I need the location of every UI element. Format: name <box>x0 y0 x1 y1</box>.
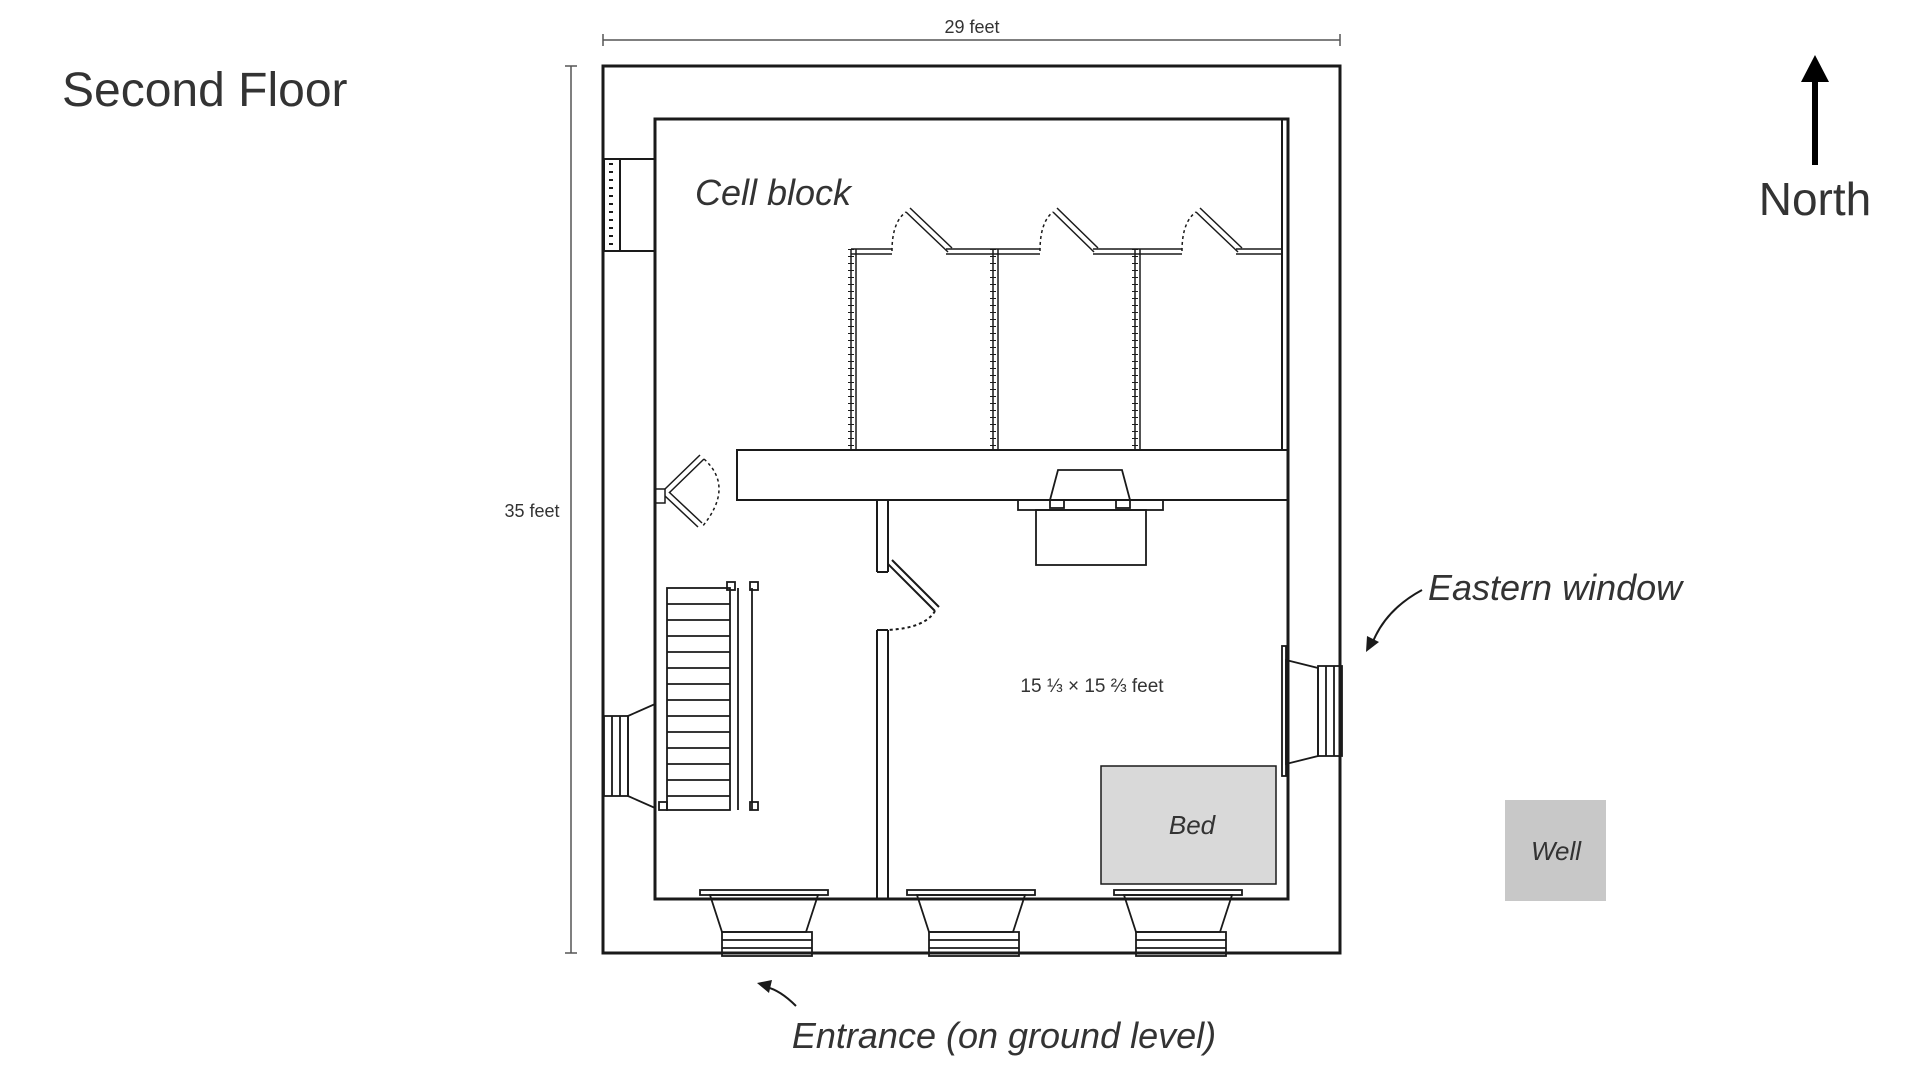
staircase <box>658 581 759 811</box>
cell-bars <box>848 207 1282 450</box>
eastern-window-label: Eastern window <box>1428 567 1684 608</box>
north-label: North <box>1759 173 1871 225</box>
width-dimension-line <box>602 34 1341 46</box>
east-window <box>1281 645 1343 777</box>
bed-label: Bed <box>1169 810 1217 840</box>
vent-grille <box>603 158 656 252</box>
cell-block-label: Cell block <box>695 172 853 213</box>
south-window-2 <box>906 889 1036 957</box>
page-title: Second Floor <box>62 64 348 117</box>
north-arrow-icon <box>1801 55 1829 165</box>
south-window-3 <box>1113 889 1243 957</box>
depth-dimension-label: 35 feet <box>504 501 559 521</box>
stove <box>1017 469 1164 566</box>
south-window-1 <box>699 889 829 957</box>
well-label: Well <box>1531 836 1582 866</box>
eastern-window-arrow-icon <box>1366 589 1423 652</box>
room-size-label: 15 ⅓ × 15 ⅔ feet <box>1020 676 1164 697</box>
west-door <box>654 454 720 528</box>
width-dimension-label: 29 feet <box>944 17 999 37</box>
well <box>1505 800 1606 901</box>
depth-dimension-line <box>565 65 577 954</box>
bed <box>1100 765 1277 885</box>
interior-wall <box>876 500 940 899</box>
entrance-label: Entrance (on ground level) <box>792 1015 1216 1056</box>
cell-block-partition <box>736 449 1289 501</box>
west-window <box>603 702 656 810</box>
inner-wall <box>653 117 1290 901</box>
outer-wall <box>601 64 1342 955</box>
entrance-arrow-icon <box>757 980 797 1007</box>
